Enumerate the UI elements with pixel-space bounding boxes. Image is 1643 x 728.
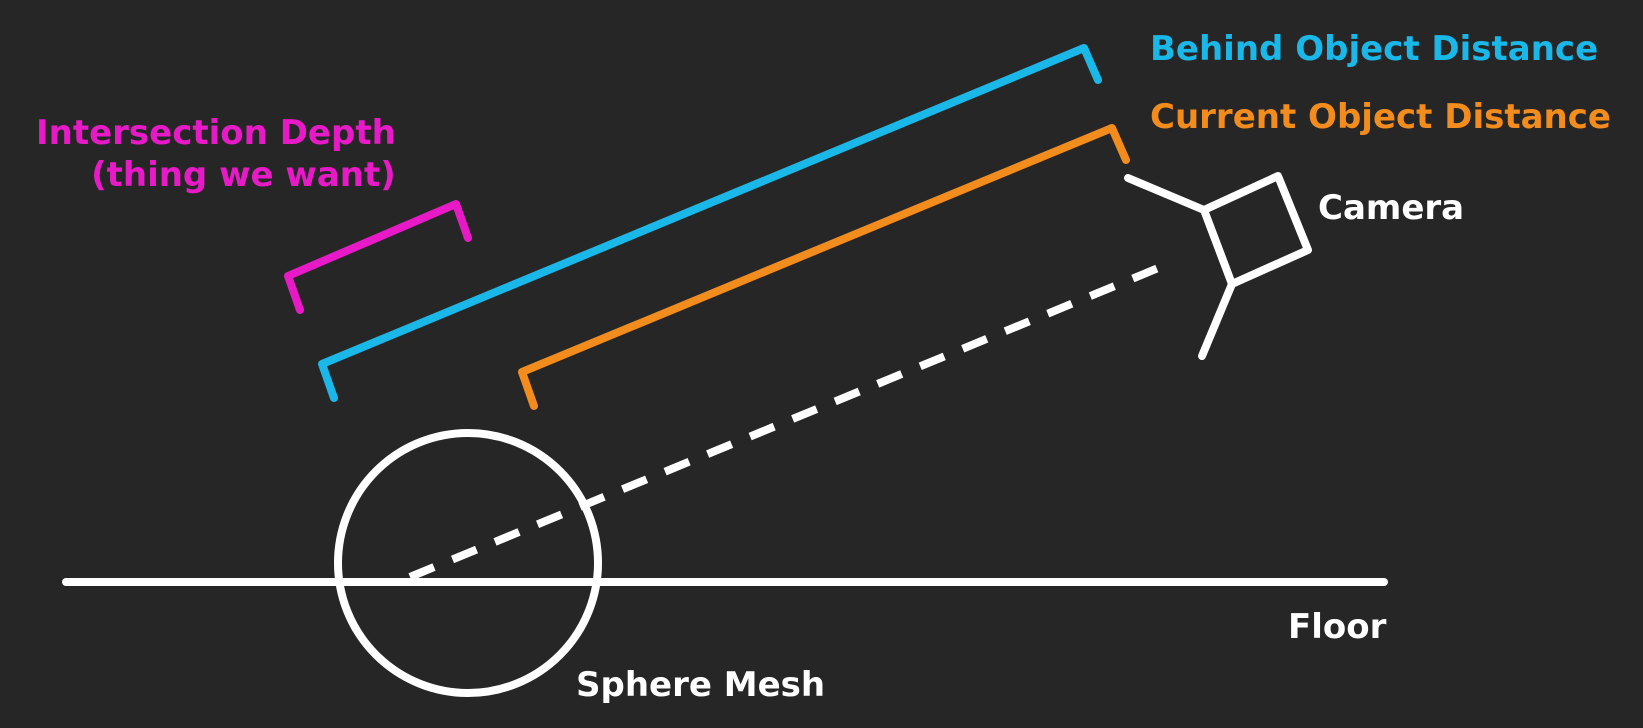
camera-ray <box>408 260 1170 581</box>
sphere-mesh-circle <box>334 429 602 697</box>
intersection-depth-bracket <box>284 200 472 314</box>
current-object-distance-label: Current Object Distance <box>1150 97 1611 137</box>
sphere-mesh-label: Sphere Mesh <box>576 665 826 705</box>
current-distance-bracket <box>518 124 1130 410</box>
intersection-depth-note: (thing we want) <box>91 155 396 195</box>
camera-label: Camera <box>1318 188 1465 228</box>
behind-object-distance-label: Behind Object Distance <box>1150 29 1599 69</box>
intersection-depth-label: Intersection Depth (thing we want) <box>36 112 396 196</box>
intersection-depth-title: Intersection Depth <box>36 113 396 153</box>
behind-distance-bracket <box>318 44 1102 402</box>
floor-label: Floor <box>1288 607 1387 647</box>
camera-icon <box>1124 172 1312 360</box>
